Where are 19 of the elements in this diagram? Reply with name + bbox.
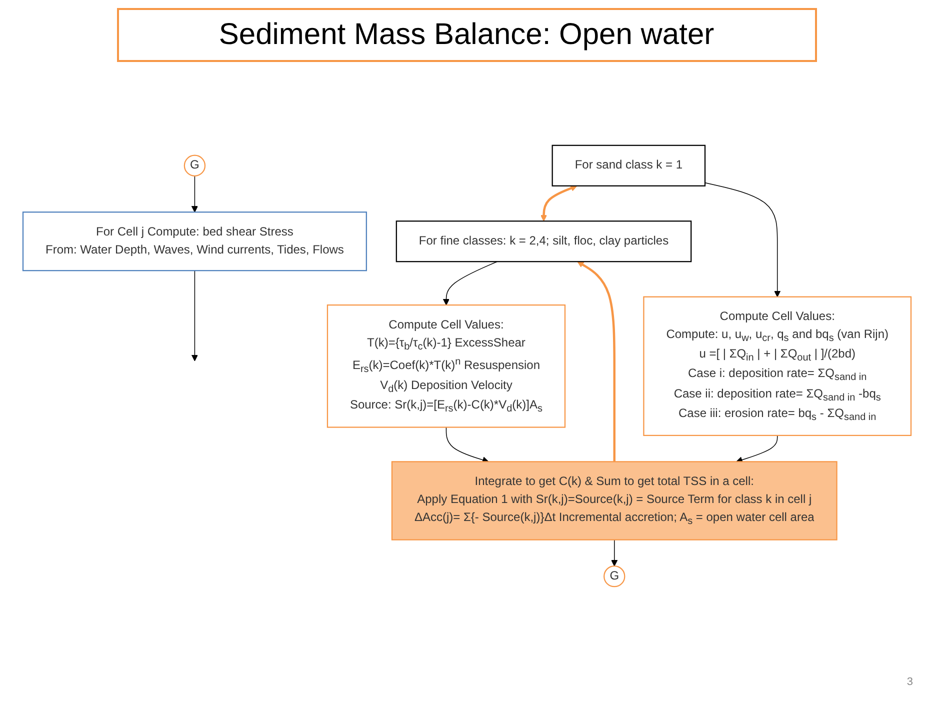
arrow	[190, 270, 198, 362]
arrow	[704, 182, 780, 298]
arrow	[445, 426, 488, 464]
node-box: Compute Cell Values: T(k)={τ$_{b}$/τ$_{c}$(k)-1} ExcessShear E$_{rs}$(k)=Coef(k)*T(k)$^{n}$ Resuspension V$_{d}$(k) Deposition Velocity Source: Sr(k,j)=[E$_{rs}$(k)-C(k)*V$_{d}$(k)]A$_{s}$	[326, 304, 566, 428]
node-circle: G	[603, 565, 625, 588]
arrow	[610, 539, 618, 566]
arrow	[442, 261, 498, 306]
node-box: For fine classes: k = 2,4; silt, floc, clay particles	[395, 220, 692, 262]
node-box: For sand class k = 1	[551, 144, 706, 186]
node-box: For Cell j Compute: bed shear Stress From: Water Depth, Waves, Wind currents, Tides, Flows	[22, 212, 366, 272]
arrow	[540, 185, 577, 222]
node-circle: G	[183, 154, 206, 176]
arrow	[190, 176, 198, 212]
node-box: Compute Cell Values: Compute: u, u$_{w}$, u$_{cr}$, q$_{s}$ and bq$_{s}$ (van Rijn) u =[ | ΣQ$_{in}$ | + | ΣQ$_{out}$ | ]/(2bd) Case i: deposition rate= ΣQ$_{sand in}$ Case ii: deposition rate= ΣQ$_{sand in}$ -bq$_{s}$ Case iii: erosion rate= bq$_{s}$ - ΣQ$_{sand in}$	[642, 296, 912, 436]
node-box: Integrate to get C(k) & Sum to get total TSS in a cell: Apply Equation 1 with Sr(k,j)=Source(k,j) = Source Term for class k in cell j ΔAcc(j)= Σ{- Source(k,j)}Δt Incremental accretion; A$_{s}$ = open water cell area	[390, 461, 837, 540]
arrow	[576, 261, 615, 462]
page-number: 3	[906, 676, 913, 688]
title: Sediment Mass Balance: Open water	[116, 8, 816, 62]
arrow	[736, 435, 778, 463]
